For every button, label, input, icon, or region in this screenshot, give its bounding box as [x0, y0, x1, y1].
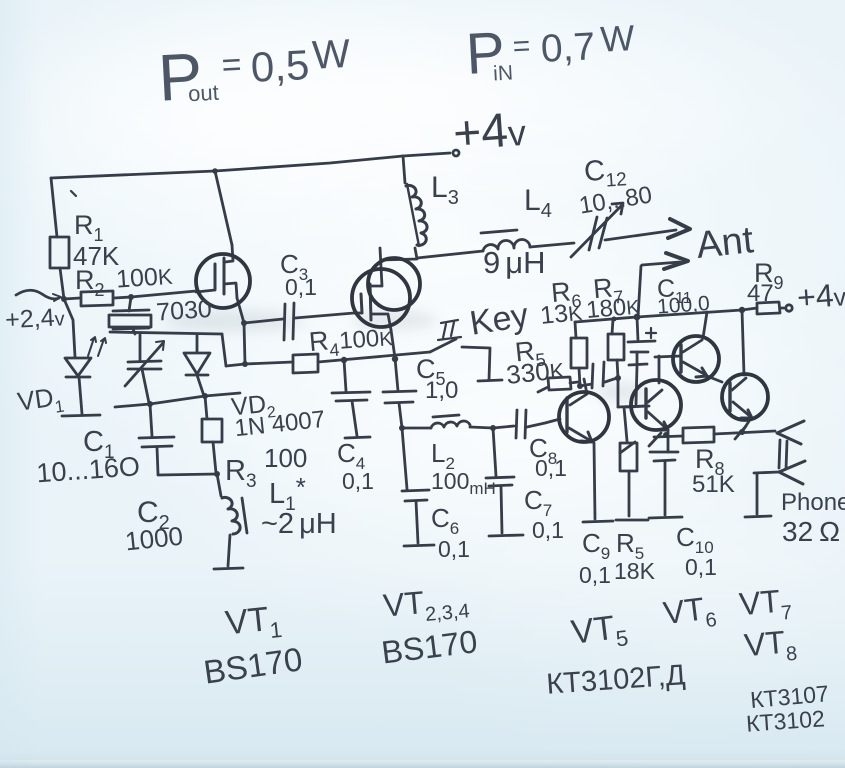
svg-text:=: =	[512, 30, 531, 64]
svg-text:R3: R3	[225, 455, 257, 492]
svg-text:КТ3102: КТ3102	[745, 705, 825, 736]
svg-text:W: W	[599, 17, 635, 60]
svg-text:13K: 13K	[539, 298, 584, 330]
svg-text:C3: C3	[280, 249, 308, 284]
svg-text:7030: 7030	[155, 295, 212, 327]
svg-text:C4: C4	[337, 438, 365, 473]
svg-text:100K: 100K	[115, 262, 174, 294]
svg-text:0,1: 0,1	[535, 455, 567, 481]
svg-text:51K: 51K	[692, 471, 735, 498]
svg-text:47: 47	[747, 280, 774, 307]
svg-text:VT5: VT5	[569, 607, 630, 656]
svg-text:0,1: 0,1	[532, 517, 564, 543]
svg-text:Key: Key	[467, 296, 531, 343]
svg-text:100,0: 100,0	[656, 292, 710, 319]
svg-text:0,5: 0,5	[250, 41, 311, 91]
svg-text:0,1: 0,1	[579, 562, 611, 588]
svg-text:18K: 18K	[614, 558, 656, 584]
svg-text:0,1: 0,1	[342, 468, 374, 494]
svg-text:Ant: Ant	[694, 219, 756, 267]
svg-text:C9: C9	[582, 528, 610, 563]
svg-text:=: =	[221, 45, 243, 84]
svg-text:100mH: 100mH	[431, 468, 496, 498]
svg-text:100K: 100K	[338, 324, 394, 355]
svg-text:R4: R4	[308, 325, 340, 362]
svg-text:1000: 1000	[124, 521, 185, 557]
svg-text:9μH: 9μH	[483, 245, 546, 280]
svg-text:47K: 47K	[73, 241, 120, 271]
svg-text:0,1: 0,1	[685, 554, 717, 580]
svg-text:~2μH: ~2μH	[261, 508, 337, 540]
svg-text:W: W	[311, 32, 351, 78]
svg-text:Phone: Phone	[781, 489, 845, 516]
svg-text:32Ω: 32Ω	[782, 516, 840, 547]
svg-text:10...16O: 10...16O	[35, 451, 140, 488]
svg-text:180K: 180K	[585, 292, 641, 324]
svg-text:+4v: +4v	[451, 103, 527, 161]
svg-text:R2: R2	[75, 265, 105, 300]
svg-text:0,7: 0,7	[540, 25, 596, 71]
svg-text:out: out	[188, 80, 220, 107]
svg-text:0,1: 0,1	[438, 536, 470, 562]
svg-text:iN: iN	[493, 61, 514, 85]
svg-text:VT2,3,4: VT2,3,4	[382, 580, 471, 629]
svg-text:100: 100	[264, 443, 307, 473]
svg-text:P: P	[464, 20, 506, 87]
svg-text:P: P	[156, 39, 204, 115]
svg-text:0,1: 0,1	[285, 274, 317, 300]
svg-text:1,0: 1,0	[425, 377, 458, 404]
svg-text:+2,4v: +2,4v	[5, 303, 66, 334]
